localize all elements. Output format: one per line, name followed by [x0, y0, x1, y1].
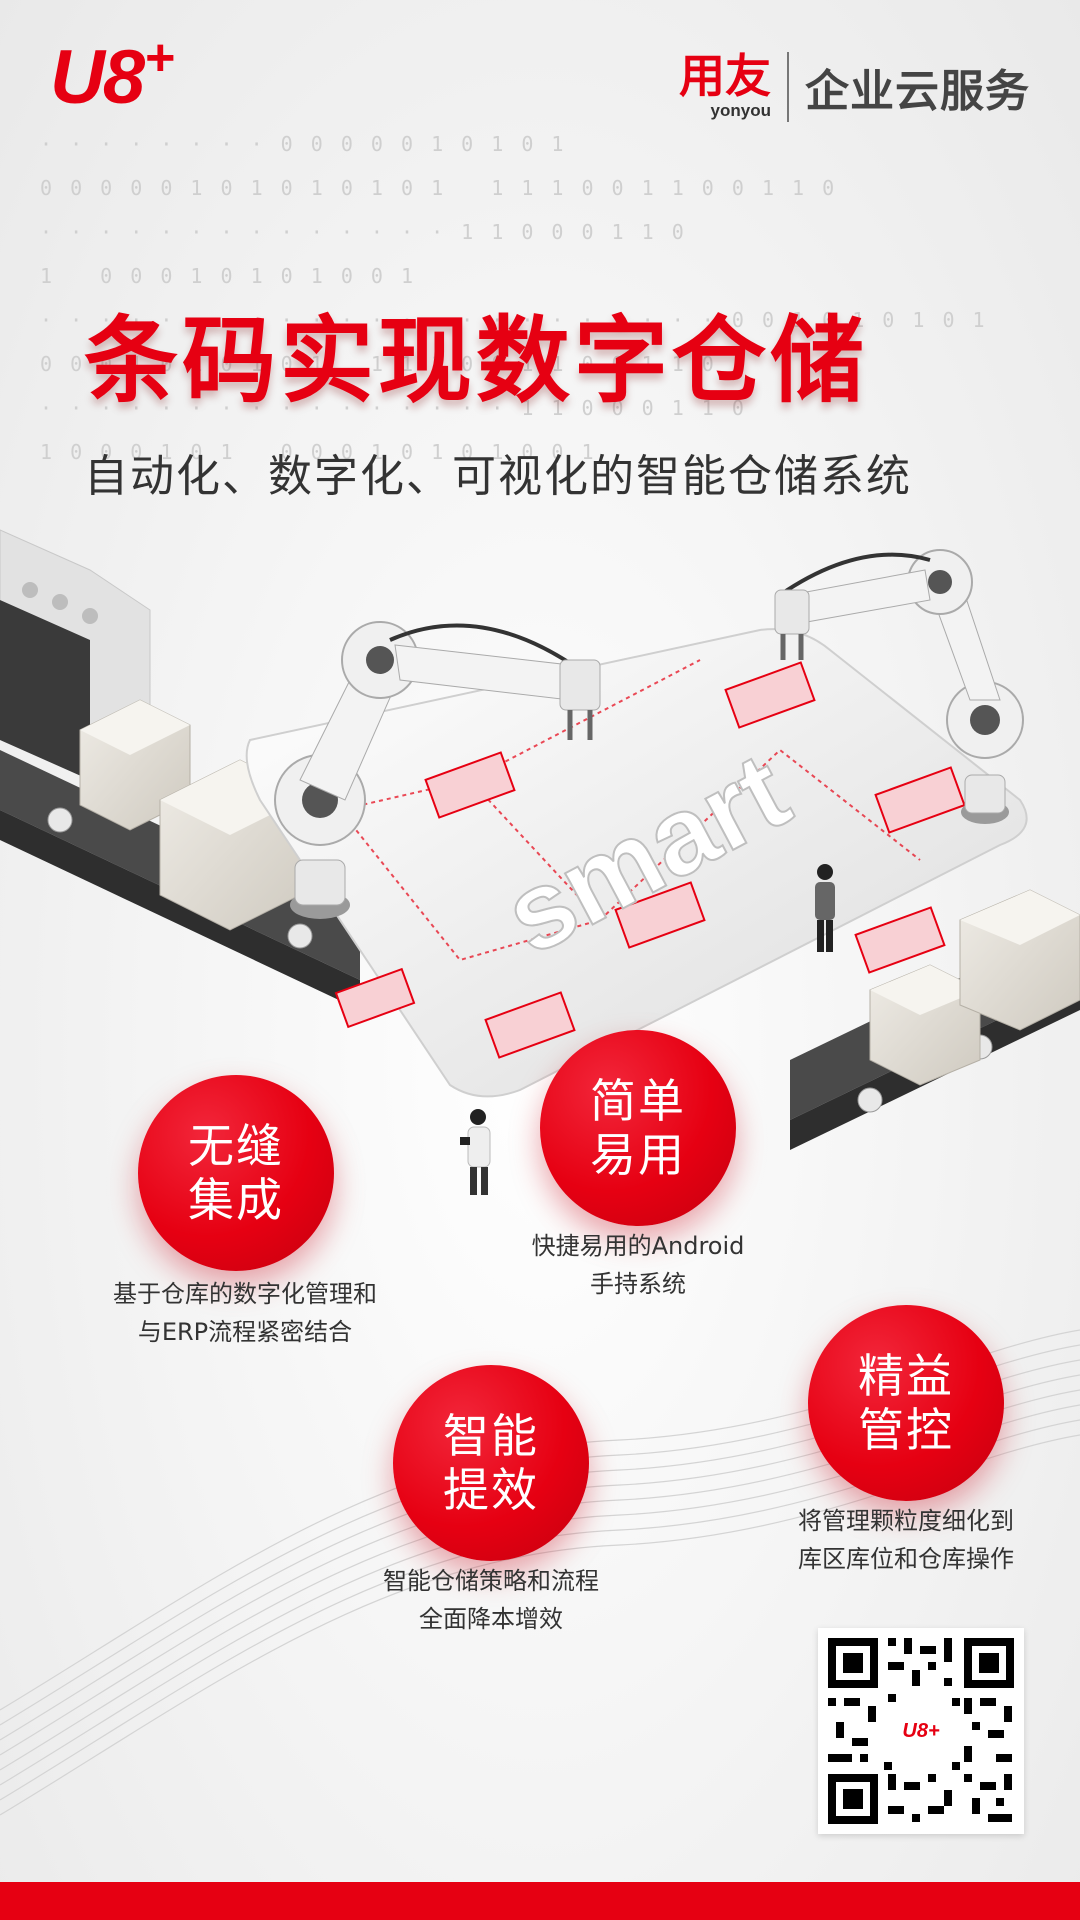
page-subtitle: 自动化、数字化、可视化的智能仓储系统 — [84, 451, 912, 502]
cargo-box-right — [869, 889, 1080, 1086]
feature-title: 精益管控 — [858, 1349, 954, 1457]
feature-title: 无缝集成 — [188, 1119, 284, 1227]
person-standing — [815, 864, 835, 952]
u8-logo-plus: + — [145, 29, 175, 87]
feature-title: 智能提效 — [443, 1409, 539, 1517]
page-title: 条码实现数字仓储 — [84, 307, 869, 416]
feature-description-line: 与ERP流程紧密结合 — [137, 1318, 353, 1346]
yonyou-logo: 用友 yonyou — [679, 53, 771, 121]
feature-description: 将管理颗粒度细化到 库区库位和仓库操作 — [756, 1502, 1056, 1578]
footer-red-bar — [0, 1882, 1080, 1920]
feature-description-line: 快捷易用的Android — [531, 1232, 745, 1260]
brand-divider — [787, 52, 789, 122]
feature-circle-lean-control: 精益管控 — [808, 1305, 1004, 1501]
feature-circle-usability: 简单易用 — [540, 1030, 736, 1226]
feature-description-line: 手持系统 — [590, 1270, 686, 1298]
u8-logo-text: U8 — [50, 35, 145, 120]
qr-center-logo: U8+ — [896, 1706, 946, 1756]
u8-logo: U8+ — [50, 32, 176, 116]
yonyou-logo-en: yonyou — [710, 101, 771, 120]
binary-code-decoration: · · · · · · · · 0 0 0 0 0 1 0 1 0 1 0 0 … — [40, 132, 988, 464]
warehouse-robot-illustration: smart — [0, 529, 1080, 1195]
qr-code-pattern — [828, 1638, 1014, 1824]
smart-platform: smart — [245, 628, 1028, 1098]
feature-description: 快捷易用的Android 手持系统 — [488, 1227, 788, 1303]
feature-description-line: 基于仓库的数字化管理和 — [113, 1280, 377, 1308]
yonyou-logo-cn: 用友 — [679, 49, 771, 103]
feature-circle-efficiency: 智能提效 — [393, 1365, 589, 1561]
yonyou-brand: 用友 yonyou 企业云服务 — [679, 52, 1030, 122]
qr-code[interactable]: U8+ — [818, 1628, 1024, 1834]
feature-description-line: 将管理颗粒度细化到 — [798, 1507, 1014, 1535]
robot-arm-right — [774, 549, 1024, 824]
feature-description-line: 库区库位和仓库操作 — [798, 1545, 1014, 1573]
feature-circle-integration: 无缝集成 — [138, 1075, 334, 1271]
feature-description: 智能仓储策略和流程 全面降本增效 — [341, 1562, 641, 1638]
feature-description-line: 全面降本增效 — [419, 1605, 563, 1633]
feature-description: 基于仓库的数字化管理和 与ERP流程紧密结合 — [70, 1275, 420, 1351]
person-with-tablet — [460, 1109, 491, 1195]
feature-title: 简单易用 — [590, 1074, 686, 1182]
brand-service-label: 企业云服务 — [805, 66, 1030, 117]
robot-arm-left — [274, 621, 601, 919]
feature-description-line: 智能仓储策略和流程 — [383, 1567, 599, 1595]
